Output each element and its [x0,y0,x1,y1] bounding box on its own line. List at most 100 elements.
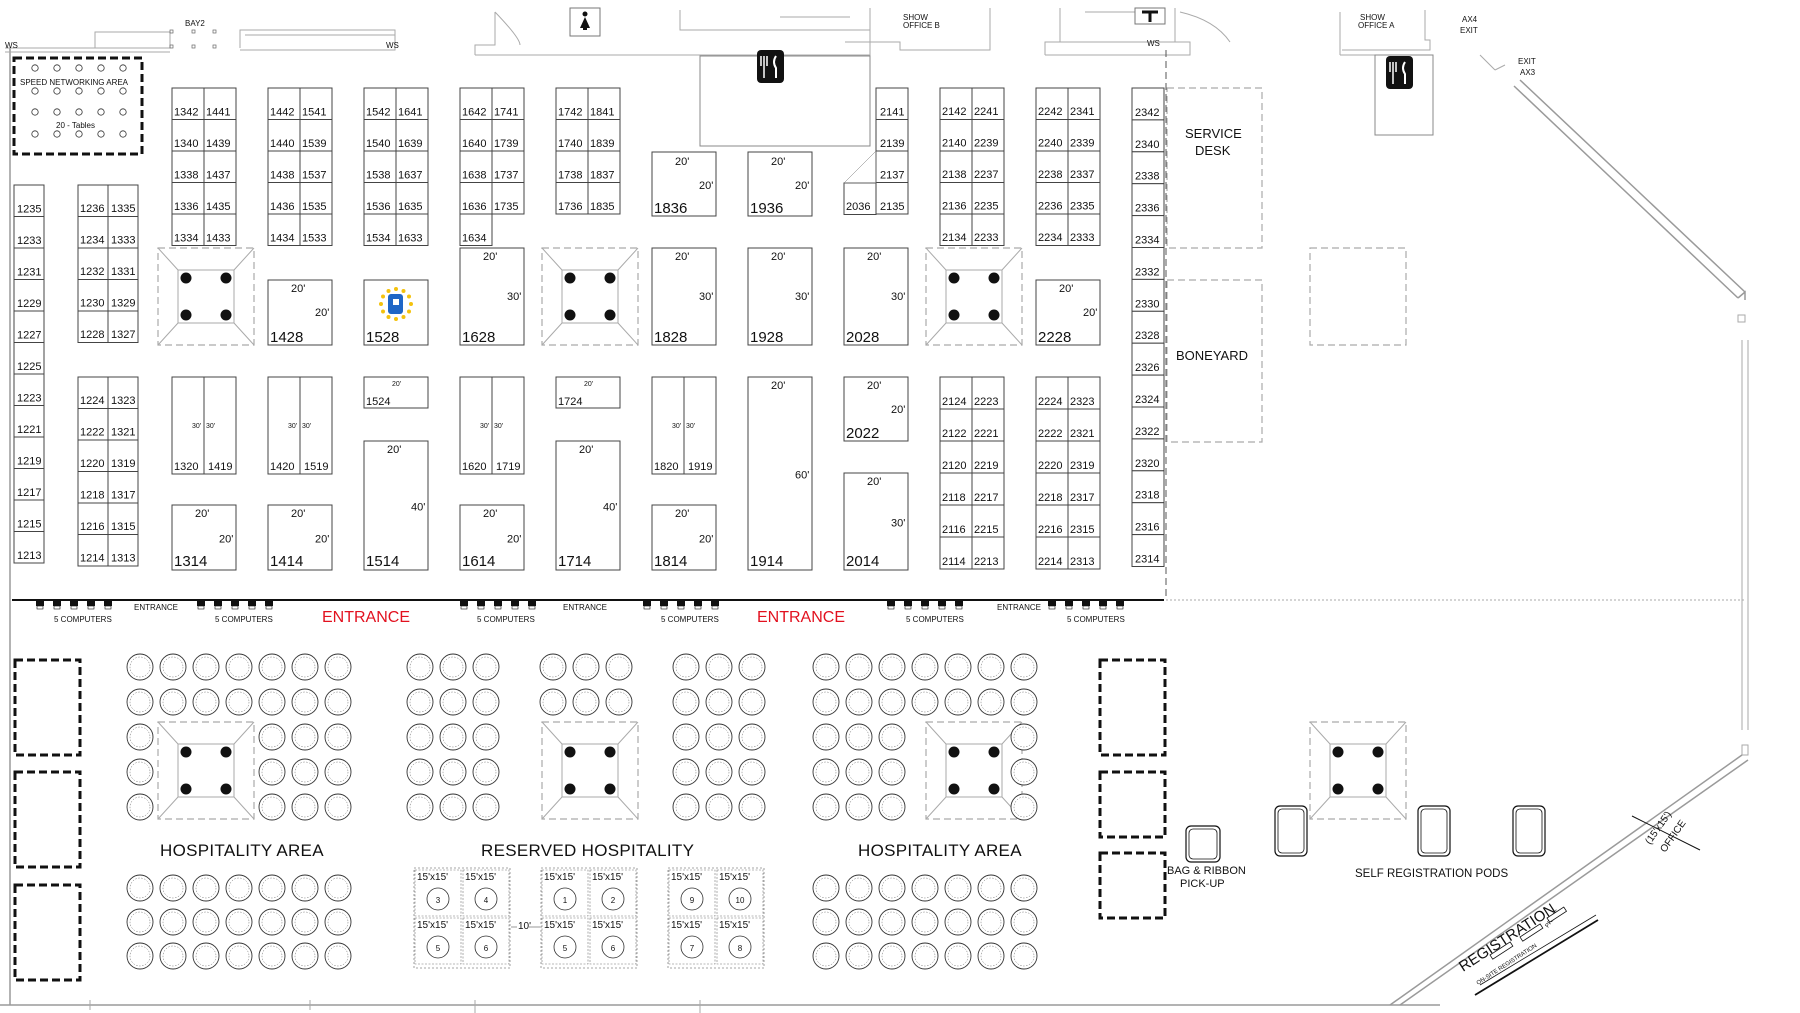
booth-number: 1433 [206,233,230,245]
food-service-icon [1386,56,1413,89]
booth [267,504,333,571]
booth-number: 2314 [1135,554,1159,566]
booth-number: 1642 [462,107,486,119]
hospitality-table [472,688,500,716]
hospitality-table [126,874,154,902]
hospitality-table-seats [848,691,870,713]
computer-icon [643,601,651,606]
hospitality-table-seats [980,945,1002,967]
booth-number: 2336 [1135,203,1159,215]
hospitality-table [406,758,434,786]
booth-number: 2320 [1135,458,1159,470]
pillar [988,272,1000,284]
booth [939,182,973,215]
hospitality-table-seats [261,796,283,818]
booth [459,504,525,571]
booth-number: 1919 [688,461,712,473]
hospitality-table [738,688,766,716]
booth-dimension: 30' [672,423,681,430]
hospitality-table-seats [162,656,184,678]
pillar [948,272,960,284]
hospitality-table [845,942,873,970]
hospitality-table [291,793,319,821]
booth [203,150,237,183]
reserved-booth-size: 15'x15' [465,920,496,931]
booth-dimension: 20' [699,534,713,546]
registration-pod-inner [1277,808,1305,854]
reserved-table [601,887,625,911]
registration-pod-inner [1420,808,1448,854]
computer-base [1082,605,1090,610]
hospitality-table-seats [848,796,870,818]
booth-number: 2323 [1070,396,1094,408]
booth-number: 1628 [462,329,495,346]
booth [491,376,525,475]
hospitality-table-seats [228,691,250,713]
pillar-lines [925,247,1023,346]
hospitality-table-seats [947,877,969,899]
booth-number: 1218 [80,490,104,502]
networking-table [97,108,105,116]
pillar [180,272,192,284]
booth-number: 2333 [1070,232,1094,244]
hospitality-table-seats [442,691,464,713]
booth-number: 1514 [366,553,399,570]
booth-number: 2316 [1135,522,1159,534]
booth-number: 1538 [366,170,390,182]
hospitality-table [845,688,873,716]
booth [299,119,333,152]
networking-table [97,130,105,138]
computer-base [511,605,519,610]
hospitality-table [1010,653,1038,681]
booth [971,150,1005,183]
booth [363,87,397,120]
hospitality-table [159,942,187,970]
booth-number: 1836 [654,200,687,217]
booth [971,440,1005,474]
hospitality-table [258,908,286,936]
booth [395,87,429,120]
building-walls [0,7,1749,1013]
reserved-booth-number: 8 [738,944,743,953]
hospitality-table-seats [708,761,730,783]
registration-pod-inner [1515,808,1543,854]
pillar [180,783,192,795]
booth [1131,119,1165,153]
hospitality-table [672,723,700,751]
hospitality-table [291,942,319,970]
booth-number: 1327 [111,329,135,341]
booth-number: 1335 [111,203,135,215]
exit-ax3-label: EXIT [1518,57,1536,66]
hospitality-table-seats [741,796,763,818]
hospitality-table [472,793,500,821]
pillar-group [541,721,639,820]
reserved-hospitality-label: RESERVED HOSPITALITY [481,841,694,860]
booth-number: 2139 [880,138,904,150]
hospitality-table [705,758,733,786]
booth-number: 2137 [880,170,904,182]
hospitality-table [406,653,434,681]
hospitality-table-seats [228,877,250,899]
booth-number: 2116 [942,524,966,536]
booth-dimension: 60' [795,470,809,482]
booth-number: 2240 [1038,138,1062,150]
top-labels: WS WS WS BAY2 SHOW OFFICE B SHOW OFFICE … [5,13,1536,77]
hospitality-table [291,653,319,681]
booth-number: 1640 [462,138,486,150]
computer-icon [711,601,719,606]
booth [459,247,525,346]
computer-icon [265,601,273,606]
registration-pod [1274,805,1308,857]
pillar [988,783,1000,795]
booth-number: 1414 [270,553,303,570]
hospitality-table [258,758,286,786]
booth-number: 1936 [750,200,783,217]
computer-base [677,605,685,610]
booth-dimension: 20' [584,381,593,388]
pillar-zone [541,247,639,346]
exit-ax3-label: AX3 [1520,68,1536,77]
hospitality-table [291,908,319,936]
booth-number: 2120 [942,460,966,472]
hospitality-table-seats [261,656,283,678]
networking-table [31,130,39,138]
